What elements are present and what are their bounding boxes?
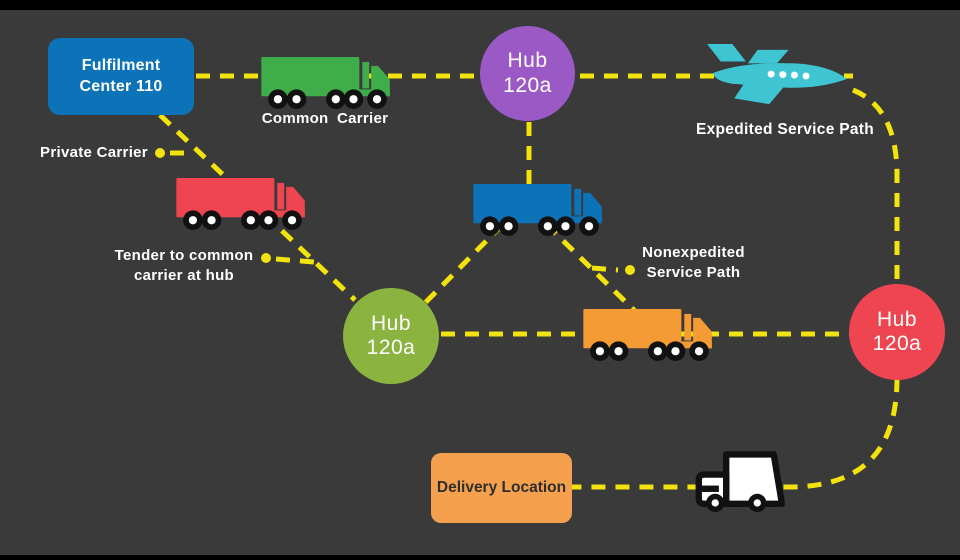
hub-left-node: Hub 120a bbox=[343, 288, 439, 384]
route-plane-to-hub-right bbox=[852, 87, 900, 286]
nonexpedited-service-path-label: Nonexpedited Service Path bbox=[616, 243, 771, 282]
hub-left-label-line1: Hub bbox=[370, 311, 412, 335]
green-semi-truck-icon bbox=[261, 57, 391, 110]
hub-top-label-line2: 120a bbox=[503, 73, 552, 97]
tender-pointer-dash bbox=[275, 256, 315, 265]
hub-top-label-line1: Hub bbox=[507, 49, 548, 73]
hub-right-label-line1: Hub bbox=[876, 307, 918, 331]
private-carrier-dot bbox=[155, 148, 165, 158]
nonexpedited-text-line1: Nonexpedited bbox=[642, 244, 745, 261]
nonexpedited-dot bbox=[625, 265, 635, 275]
fulfilment-center-label-line1: Fulfilment bbox=[81, 56, 161, 74]
common-carrier-label: Common Carrier bbox=[240, 109, 410, 129]
nonexpedited-text-line2: Service Path bbox=[646, 263, 741, 281]
expedited-service-path-label: Expedited Service Path bbox=[680, 120, 890, 140]
hub-top-node: Hub 120a bbox=[480, 26, 575, 121]
private-carrier-text: Private Carrier bbox=[40, 144, 148, 161]
red-semi-truck-icon bbox=[176, 178, 306, 231]
route-blue-truck-to-orange-truck bbox=[544, 222, 642, 318]
hub-right-label-line2: 120a bbox=[872, 332, 922, 355]
nonexpedited-pointer-dash bbox=[591, 265, 619, 273]
top-frame-bar bbox=[0, 0, 960, 10]
delivery-location-node: Delivery Location bbox=[431, 453, 572, 523]
tender-dot bbox=[261, 253, 271, 263]
tender-to-common-carrier-label: Tender to common carrier at hub bbox=[106, 246, 262, 285]
tender-text-line1: Tender to common bbox=[114, 247, 254, 264]
private-carrier-label: Private Carrier bbox=[36, 143, 152, 163]
fulfilment-center-label-line2: Center 110 bbox=[79, 77, 163, 95]
delivery-location-label: Delivery Location bbox=[436, 479, 567, 496]
route-hub-right-to-delivery bbox=[567, 377, 900, 490]
route-blue-truck-to-hub-left bbox=[422, 222, 505, 306]
blue-semi-truck-icon bbox=[473, 184, 603, 237]
hub-left-label-line2: 120a bbox=[366, 336, 416, 359]
expedited-text: Expedited Service Path bbox=[695, 121, 875, 138]
fulfilment-center-node: Fulfilment Center 110 bbox=[48, 38, 194, 115]
hub-right-node: Hub 120a bbox=[849, 284, 945, 380]
common-carrier-text: Common Carrier bbox=[261, 110, 389, 127]
bottom-frame-bar bbox=[0, 555, 960, 560]
orange-semi-truck-icon bbox=[583, 309, 713, 362]
tender-text-line2: carrier at hub bbox=[133, 266, 235, 284]
airplane-icon bbox=[700, 44, 852, 110]
route-fulfilment-to-hub-left bbox=[158, 113, 357, 302]
delivery-truck-icon bbox=[693, 449, 785, 513]
